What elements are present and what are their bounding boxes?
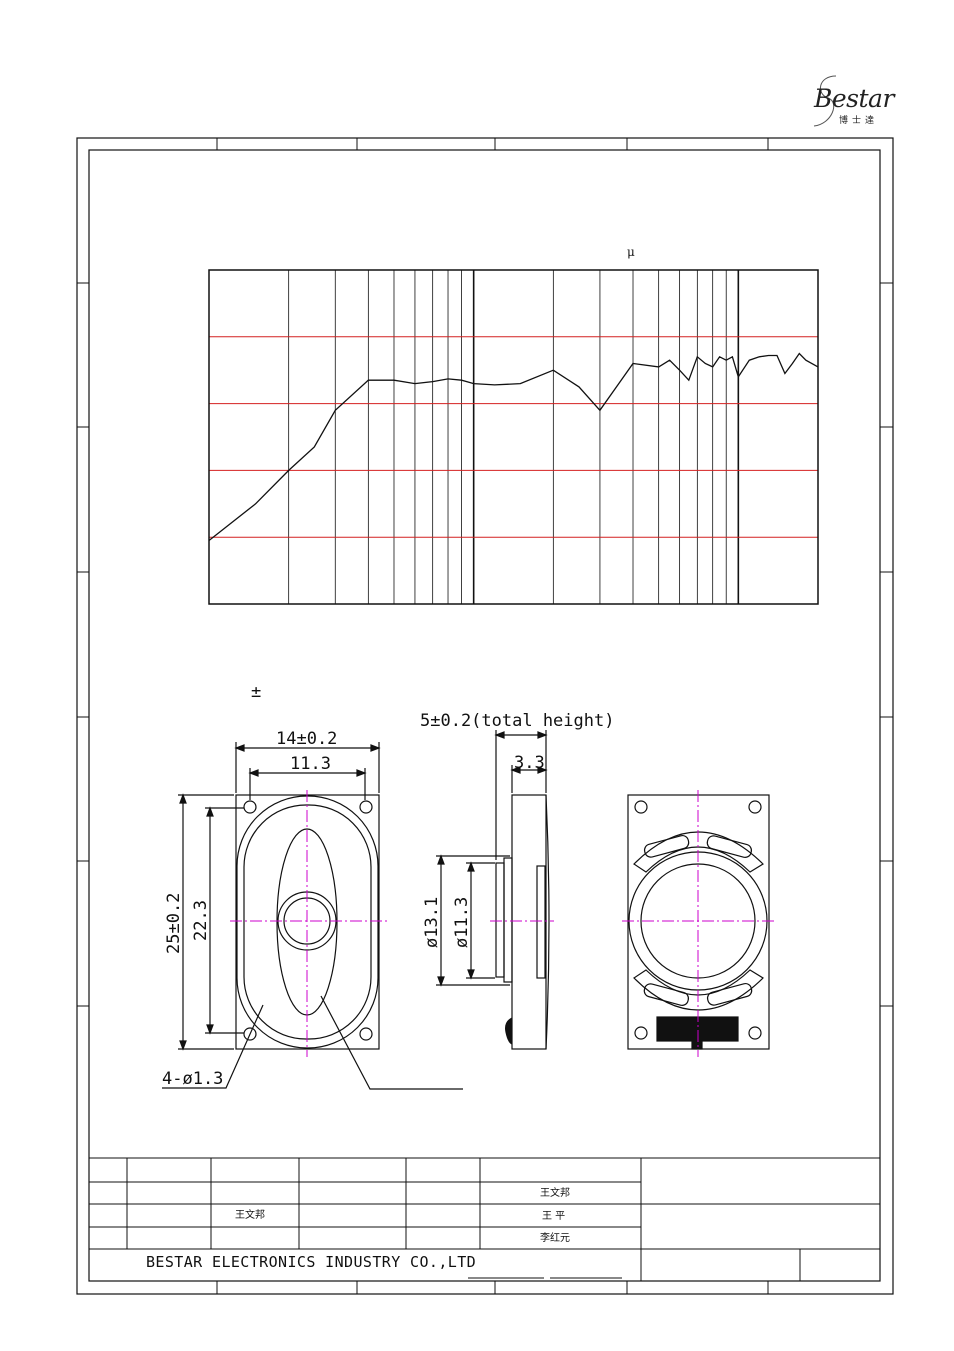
- logo-swoosh-icon: [813, 75, 837, 127]
- width-inner-label: 11.3: [290, 754, 331, 774]
- height-outer-label: 25±0.2: [164, 893, 184, 954]
- title-name-3: 李红元: [540, 1231, 570, 1244]
- logo-brand: Bestar: [814, 84, 894, 113]
- chart-plot-area: [208, 269, 819, 605]
- dia-outer-label: ø13.1: [422, 897, 442, 948]
- frequency-response-chart: μ: [208, 245, 819, 605]
- dia-inner-label: ø11.3: [452, 897, 472, 948]
- unit-mark: μ: [627, 245, 635, 259]
- title-name-1: 王文邦: [540, 1186, 570, 1199]
- company-name: BESTAR ELECTRONICS INDUSTRY CO.,LTD: [146, 1253, 476, 1271]
- title-block: [89, 1157, 880, 1281]
- side-view: [436, 730, 554, 1050]
- total-height-label: 5±0.2(total height): [420, 711, 614, 731]
- rear-view: [622, 790, 775, 1057]
- tolerance-mark: ±: [251, 682, 261, 702]
- title-name-2: 王 平: [542, 1211, 565, 1222]
- height-inner-label: 22.3: [191, 900, 211, 941]
- logo-brand-cn: 博士達: [839, 116, 879, 126]
- front-view: [162, 742, 463, 1090]
- depth-label: 3.3: [514, 753, 545, 773]
- chart-grid: [288, 270, 740, 604]
- bestar-logo: Bestar 博士達: [806, 74, 896, 130]
- width-outer-label: 14±0.2: [276, 729, 337, 749]
- holes-label: 4-ø1.3: [162, 1069, 223, 1089]
- title-name-4: 王文邦: [235, 1208, 265, 1221]
- chart-horizontal-grid: [209, 336, 818, 538]
- chart-series-response: [208, 352, 819, 542]
